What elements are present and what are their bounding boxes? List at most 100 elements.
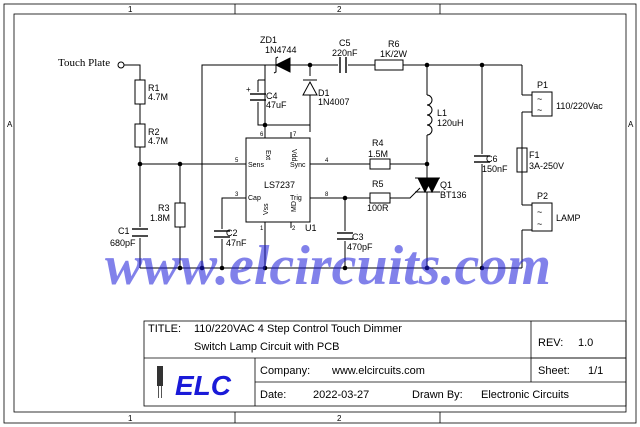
c2-ref: C2 [226, 228, 238, 238]
u1-pin-num-6: 6 [260, 132, 264, 138]
f1-value: 3A-250V [529, 161, 564, 171]
u1-pin-cap: Cap [248, 195, 261, 202]
u1-pin-vss: Vss [263, 203, 270, 215]
r1-body [134, 79, 146, 105]
u1-pin-trig: Trig [290, 195, 302, 202]
c3-value: 470pF [347, 242, 373, 252]
d1-value: 1N4007 [318, 97, 350, 107]
u1-pin-sens: Sens [248, 162, 264, 169]
u1-pin-md: MD [291, 201, 298, 212]
q1-triac [415, 177, 440, 194]
q1-value: BT136 [440, 190, 467, 200]
l1-ref: L1 [437, 108, 447, 118]
p2-ref: P2 [537, 191, 548, 201]
zd1-symbol [273, 56, 291, 74]
p2-tilde-1: ~ [537, 207, 542, 217]
logo-text: ELC [175, 370, 232, 401]
u1-pin-num-7: 7 [293, 132, 297, 138]
zd1-ref: ZD1 [260, 35, 277, 45]
u1-body [245, 137, 311, 223]
drawn-value: Electronic Circuits [481, 389, 570, 401]
zone-right-a: A [628, 120, 634, 129]
title-line-1: 110/220VAC 4 Step Control Touch Dimmer [194, 323, 402, 335]
company-label: Company: [260, 365, 310, 377]
p2-value: LAMP [556, 213, 581, 223]
c4-ref: C4 [266, 91, 278, 101]
c5-ref: C5 [339, 38, 351, 48]
r2-ref: R2 [148, 127, 160, 137]
u1-pin-num-8: 8 [325, 192, 329, 198]
u1-pin-sync: Sync [290, 162, 306, 169]
r1-value: 4.7M [148, 92, 168, 102]
zone-bottom-2: 2 [337, 414, 342, 423]
u1-ref: U1 [305, 223, 317, 233]
zone-bottom-1: 1 [128, 414, 133, 423]
p1-tilde-2: ~ [537, 105, 542, 115]
c1-value: 680pF [110, 238, 136, 248]
drawn-label: Drawn By: [412, 389, 463, 401]
c3-ref: C3 [352, 232, 364, 242]
junctions [137, 62, 485, 271]
watermark: www.elcircuits.com [105, 235, 551, 297]
title-label: TITLE: [148, 323, 181, 335]
c4-polarity: + [246, 85, 251, 94]
p1-tilde-1: ~ [537, 94, 542, 104]
company-value: www.elcircuits.com [331, 365, 425, 377]
p1-value: 110/220Vac [556, 101, 603, 111]
zone-left-a: A [7, 120, 13, 129]
r1-ref: R1 [148, 83, 160, 93]
r5-ref: R5 [372, 179, 384, 189]
r6-body [374, 59, 404, 71]
r3-body [174, 202, 186, 228]
l1-value: 120uH [437, 118, 464, 128]
f1-ref: F1 [529, 150, 540, 160]
r4-value: 1.5M [368, 149, 388, 159]
sheet-label: Sheet: [538, 365, 570, 377]
u1-pin-num-1: 1 [260, 226, 264, 232]
p1-ref: P1 [537, 80, 548, 90]
u1-pins [264, 132, 292, 228]
rev-label: REV: [538, 337, 563, 349]
c6-ref: C6 [486, 154, 498, 164]
q1-ref: Q1 [440, 180, 452, 190]
r4-body [369, 158, 391, 170]
u1-pin-num-2: 2 [292, 226, 296, 232]
c2-value: 47nF [226, 238, 247, 248]
c4-value: 47uF [266, 100, 287, 110]
d1-symbol [302, 79, 318, 96]
zone-top-2: 2 [337, 5, 342, 14]
touch-plate-label: Touch Plate [58, 57, 110, 69]
zd1-value: 1N4744 [265, 45, 297, 55]
r2-value: 4.7M [148, 136, 168, 146]
r5-value: 100R [367, 203, 389, 213]
u1-name: LS7237 [264, 180, 295, 190]
u1-pin-num-5: 5 [235, 158, 239, 164]
u1-pin-num-3: 3 [235, 192, 239, 198]
u1-pin-num-4: 4 [325, 158, 329, 164]
p2-tilde-2: ~ [537, 219, 542, 229]
r3-value: 1.8M [150, 213, 170, 223]
zone-top-1: 1 [128, 5, 133, 14]
d1-ref: D1 [318, 88, 330, 98]
connectors [522, 91, 553, 232]
date-label: Date: [260, 389, 286, 401]
u1-pin-ext: Ext [264, 150, 271, 160]
elc-logo: ELC [157, 366, 232, 401]
r5-body [369, 192, 391, 204]
r4-ref: R4 [372, 138, 384, 148]
rev-value: 1.0 [578, 337, 593, 349]
r6-value: 1K/2W [380, 49, 408, 59]
u1-pin-vdd: Vdd [290, 149, 297, 162]
l1-coil [426, 94, 433, 136]
capacitors [132, 57, 490, 240]
r2-body [134, 123, 146, 148]
c6-value: 150nF [482, 164, 508, 174]
touch-plate-terminal [117, 61, 125, 69]
title-line-2: Switch Lamp Circuit with PCB [194, 341, 340, 353]
c1-ref: C1 [118, 226, 130, 236]
date-value: 2022-03-27 [313, 389, 369, 401]
title-block-frame [143, 320, 627, 407]
r6-ref: R6 [388, 39, 400, 49]
drawing-frame [3, 3, 637, 424]
